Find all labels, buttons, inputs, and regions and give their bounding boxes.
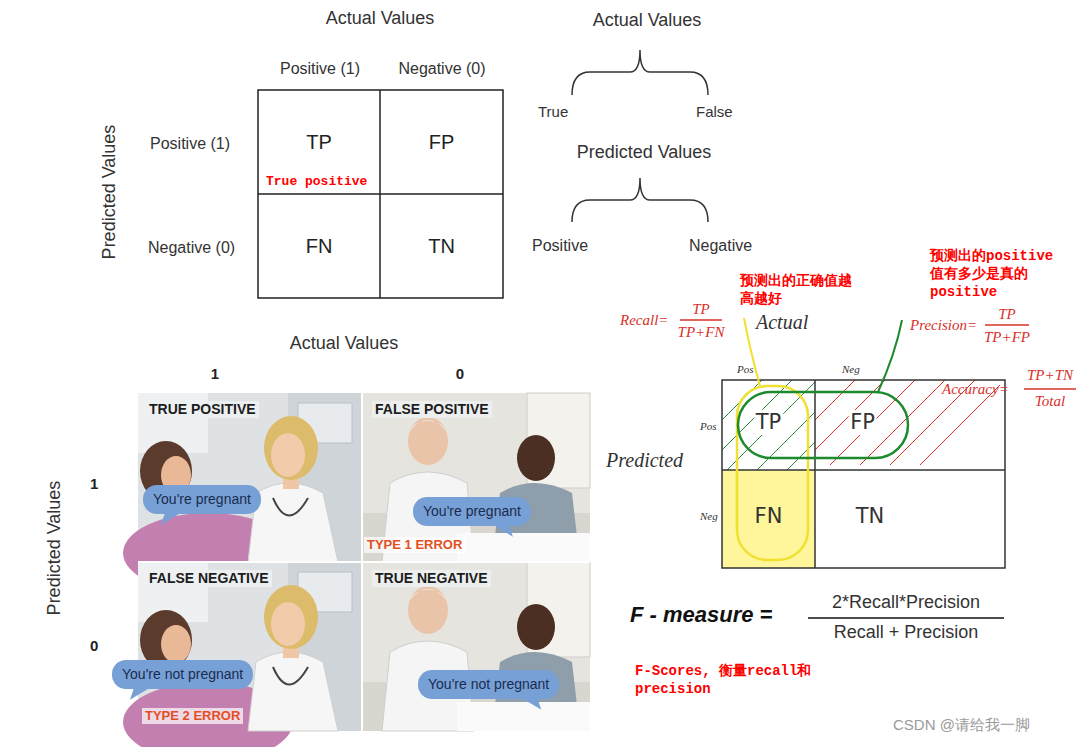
formula-name: Recall=	[620, 311, 668, 329]
fraction-bar	[680, 319, 722, 320]
formula-numerator: TP	[998, 305, 1016, 323]
fraction-bar	[808, 617, 1004, 619]
watermark: CSDN @请给我一脚	[893, 716, 1030, 734]
box-text: TN	[854, 504, 887, 529]
speech-bubble: You're not pregnant	[418, 670, 559, 699]
photo-panel: FALSE POSITIVE TYPE 1 ERROR You're pregnan…	[362, 393, 590, 562]
box-text: FP	[429, 130, 455, 154]
speech-bubble: You're pregnant	[143, 485, 261, 514]
photo	[362, 393, 590, 562]
photo-panel: FALSE NEGATIVETYPE 2 ERRORYou're not pre…	[138, 562, 362, 731]
bubble-tail	[161, 513, 181, 525]
box-text: You're pregnant	[153, 491, 251, 508]
formula-denominator: Recall + Precision	[834, 622, 979, 644]
bubble-tail	[493, 525, 513, 537]
box-text: TRUE POSITIVE	[146, 401, 259, 418]
box-text: TRUE NEGATIVE	[372, 570, 491, 587]
axis-title: Actual Values	[290, 333, 399, 355]
photo-panel: TRUE POSITIVE You're pregnant	[138, 393, 362, 562]
matrix-cell: FP	[380, 90, 503, 194]
yellow-outline	[737, 386, 808, 560]
column-header: 1	[211, 365, 219, 383]
axis-title: Actual Values	[326, 8, 435, 30]
matrix-cell: TN	[815, 470, 925, 568]
box-text: FALSE NEGATIVE	[146, 570, 272, 587]
brace	[572, 50, 708, 95]
photo	[362, 562, 590, 731]
matrix-cell: FN	[258, 194, 380, 298]
formula-name: F - measure =	[630, 602, 772, 628]
formula-denominator: Total	[1035, 392, 1065, 410]
row-header: Negative (0)	[148, 238, 235, 257]
column-header: Pos	[737, 363, 754, 376]
box-text: FP	[848, 410, 877, 435]
brace-label: False	[696, 103, 733, 121]
box-text: You're not pregnant	[428, 676, 549, 693]
fraction-bar	[1024, 388, 1076, 389]
box-text: FN	[306, 234, 333, 258]
column-header: Negative (0)	[398, 59, 485, 78]
matrix-cell: TN	[380, 194, 503, 298]
box-text: FN	[753, 504, 785, 529]
formula-numerator: TP+TN	[1027, 366, 1073, 384]
box-note: TYPE 1 ERROR	[364, 537, 465, 553]
box-note: True positive	[266, 174, 367, 190]
formula-denominator: TP+FP	[984, 328, 1030, 346]
column-header: Positive (1)	[280, 59, 360, 78]
formula-numerator: 2*Recall*Precision	[832, 592, 980, 614]
annotation: 预测出的positive值有多少是真的positive	[930, 247, 1062, 302]
row-header: 1	[90, 475, 98, 493]
box-text: TN	[428, 234, 455, 258]
box-text: TP	[754, 410, 784, 435]
formula-name: Precision=	[910, 316, 977, 334]
bubble-tail	[521, 698, 541, 710]
box-text: TP	[306, 130, 332, 154]
annotation: 预测出的正确值越高越好	[740, 272, 852, 308]
green-outline	[738, 392, 908, 458]
row-header: Positive (1)	[150, 134, 230, 153]
brace-label: Positive	[532, 236, 588, 255]
formula-name: Accuracy=	[942, 380, 1009, 398]
annotation: F-Scores, 衡量recall和precision	[635, 662, 835, 698]
brace-label: True	[538, 103, 568, 121]
axis-note: Actual	[756, 310, 808, 334]
matrix-cell: FP	[815, 380, 910, 470]
column-header: 0	[456, 365, 464, 383]
photo-divider	[138, 561, 590, 563]
formula-denominator: TP+FN	[678, 323, 725, 341]
brace-label: Negative	[689, 236, 752, 255]
axis-title: Predicted Values	[44, 481, 66, 616]
matrix-cell: TP	[722, 380, 815, 470]
fraction-bar	[985, 324, 1029, 325]
matrix-grid	[258, 193, 503, 195]
matrix-cell: TP True positive	[258, 90, 380, 194]
photo	[123, 562, 362, 747]
column-header: Neg	[842, 363, 860, 376]
hand-grid	[722, 380, 1005, 568]
brace-title: Actual Values	[593, 10, 702, 32]
brace-title: Predicted Values	[577, 142, 712, 164]
box-text: You're not pregnant	[122, 666, 243, 683]
row-header: Neg	[700, 510, 718, 523]
box-text: FALSE POSITIVE	[372, 401, 492, 418]
brace	[572, 178, 708, 222]
matrix-grid	[258, 90, 503, 298]
hand-grid	[722, 469, 1005, 471]
hand-grid	[814, 380, 816, 568]
axis-note: Predicted	[606, 448, 683, 472]
row-header: Pos	[700, 420, 717, 433]
bubble-tail	[130, 688, 150, 700]
row-header: 0	[90, 637, 98, 655]
matrix-cell: FN	[722, 470, 815, 568]
photo-panel: TRUE NEGATIVE You're not pregnant	[362, 562, 590, 731]
leader-line	[878, 320, 902, 392]
axis-title: Predicted Values	[99, 125, 121, 260]
speech-bubble: You're not pregnant	[112, 660, 253, 689]
formula-numerator: TP	[692, 300, 710, 318]
box-text: You're pregnant	[423, 503, 521, 520]
speech-bubble: You're pregnant	[413, 497, 531, 526]
box-note: TYPE 2 ERROR	[142, 708, 243, 724]
